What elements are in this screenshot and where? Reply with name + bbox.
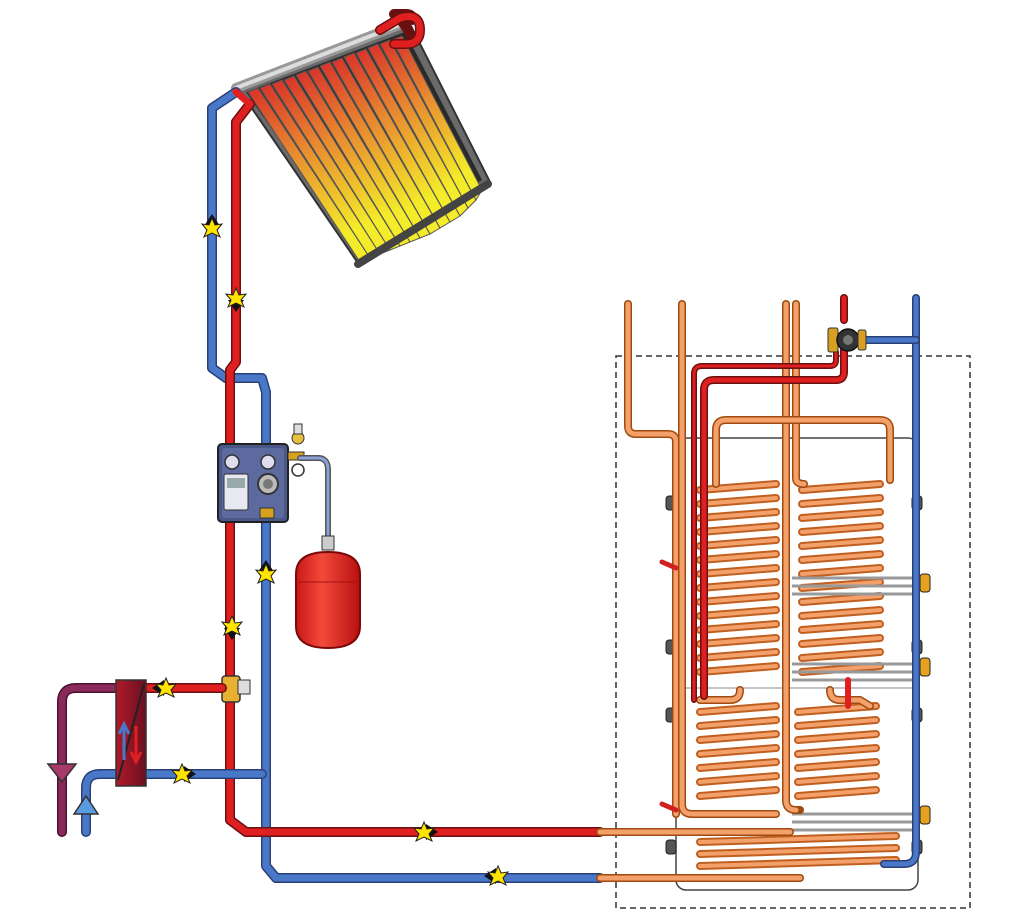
flow-arrow-icon bbox=[484, 865, 509, 886]
dhw-outlet-pipe bbox=[57, 683, 123, 837]
cold-in-arrow-icon bbox=[72, 794, 100, 815]
flow-arrow-icon bbox=[413, 821, 438, 842]
flow-arrow-icon bbox=[255, 560, 277, 584]
flow-arrow-icon bbox=[225, 287, 247, 312]
plate-heat-exchanger bbox=[115, 679, 147, 787]
flow-arrow-icon bbox=[221, 615, 243, 640]
flow-arrows bbox=[152, 214, 509, 886]
flow-arrow-icon bbox=[201, 214, 223, 238]
hot-water-draw-pipes bbox=[659, 294, 851, 813]
solar-return-pipe bbox=[207, 87, 605, 883]
flow-arrow-icon bbox=[152, 677, 177, 698]
solar-collector bbox=[231, 15, 492, 268]
collector-tubes bbox=[247, 35, 483, 263]
cold-feed-pipe bbox=[856, 294, 920, 868]
expansion-vessel bbox=[295, 535, 361, 650]
coil-connection-pipes bbox=[596, 300, 894, 882]
system-boundary bbox=[615, 355, 971, 909]
solar-flow-pipe bbox=[225, 9, 605, 837]
cold-inlet-pipe bbox=[81, 769, 123, 837]
pump-station bbox=[217, 423, 305, 523]
dhw-out-arrow-icon bbox=[46, 763, 78, 784]
heater-elements bbox=[792, 576, 918, 832]
flow-arrow-icon bbox=[171, 763, 196, 784]
circulation-pump bbox=[827, 327, 867, 353]
